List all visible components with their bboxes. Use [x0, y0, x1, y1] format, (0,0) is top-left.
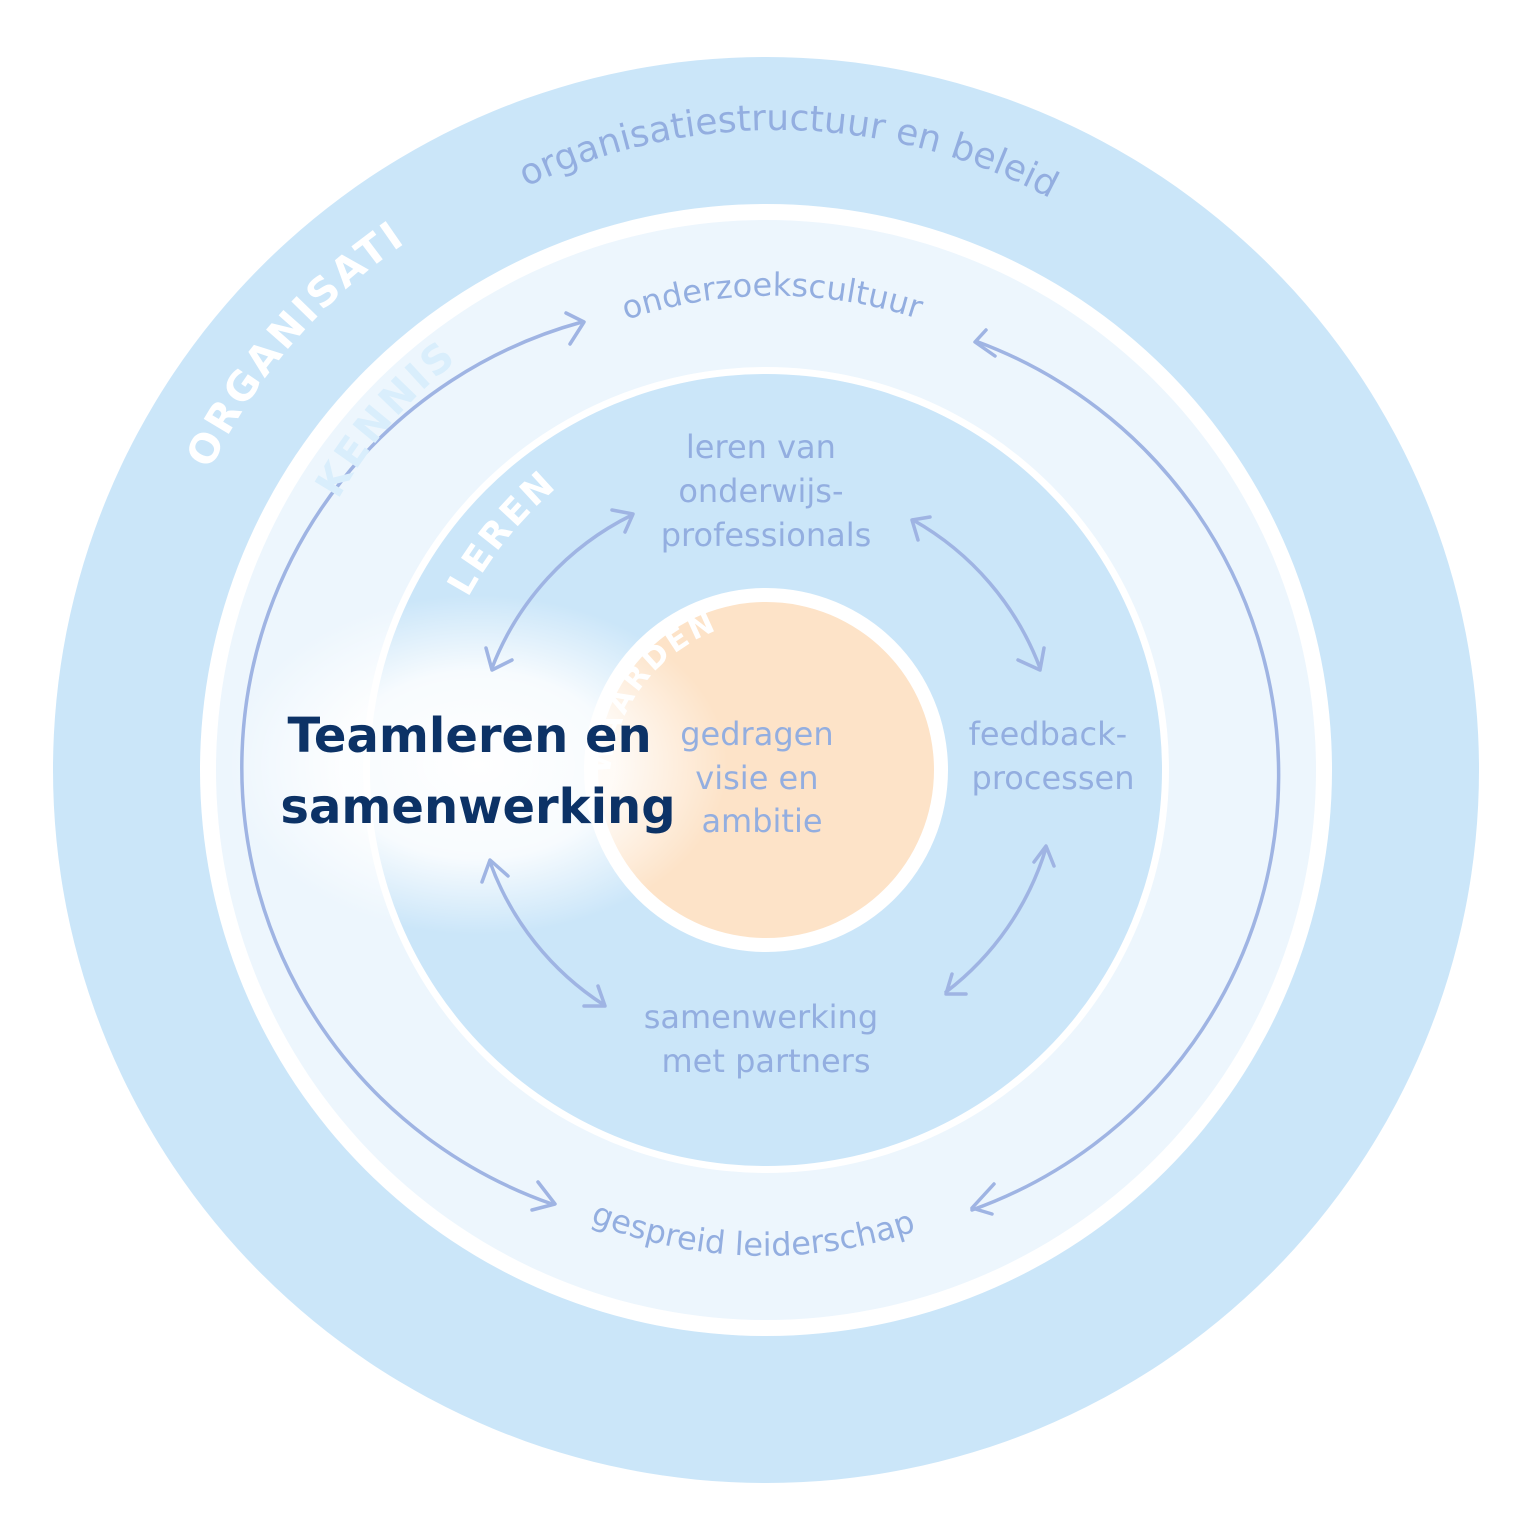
leren-arc-bottom-left	[488, 860, 606, 1007]
arrowhead-icon	[1032, 844, 1056, 868]
leren-arrows	[480, 508, 1056, 1008]
kennis-left-arc	[240, 320, 584, 1206]
leren-topic-top: leren van onderwijs- professionals	[661, 428, 872, 554]
arrowhead-icon	[910, 515, 932, 542]
leren-topic-right: feedback- processen	[969, 715, 1138, 797]
arrowhead-icon	[970, 1182, 996, 1216]
leren-arc-top-left	[490, 513, 634, 670]
waarden-topic: gedragen visie en ambitie	[680, 715, 844, 840]
arrowhead-icon	[484, 646, 514, 672]
arrowhead-icon	[530, 1180, 557, 1212]
arrowhead-icon	[582, 984, 607, 1008]
arrowhead-icon	[564, 311, 586, 346]
focus-title: Teamleren en samenwerking	[280, 708, 675, 835]
arrowhead-icon	[944, 972, 968, 996]
arrowhead-icon	[610, 508, 635, 534]
focus-glow	[228, 595, 728, 935]
arrowhead-icon	[480, 858, 510, 884]
leren-arc-bottom-right	[944, 846, 1048, 994]
kennis-right-arc	[970, 340, 1281, 1212]
kennis-arrows	[240, 311, 1281, 1216]
arrowhead-icon	[1016, 646, 1046, 672]
arrowhead-icon	[973, 328, 997, 358]
leren-topic-bottom: samenwerking met partners	[644, 998, 889, 1080]
leren-arc-top-right	[911, 518, 1042, 670]
